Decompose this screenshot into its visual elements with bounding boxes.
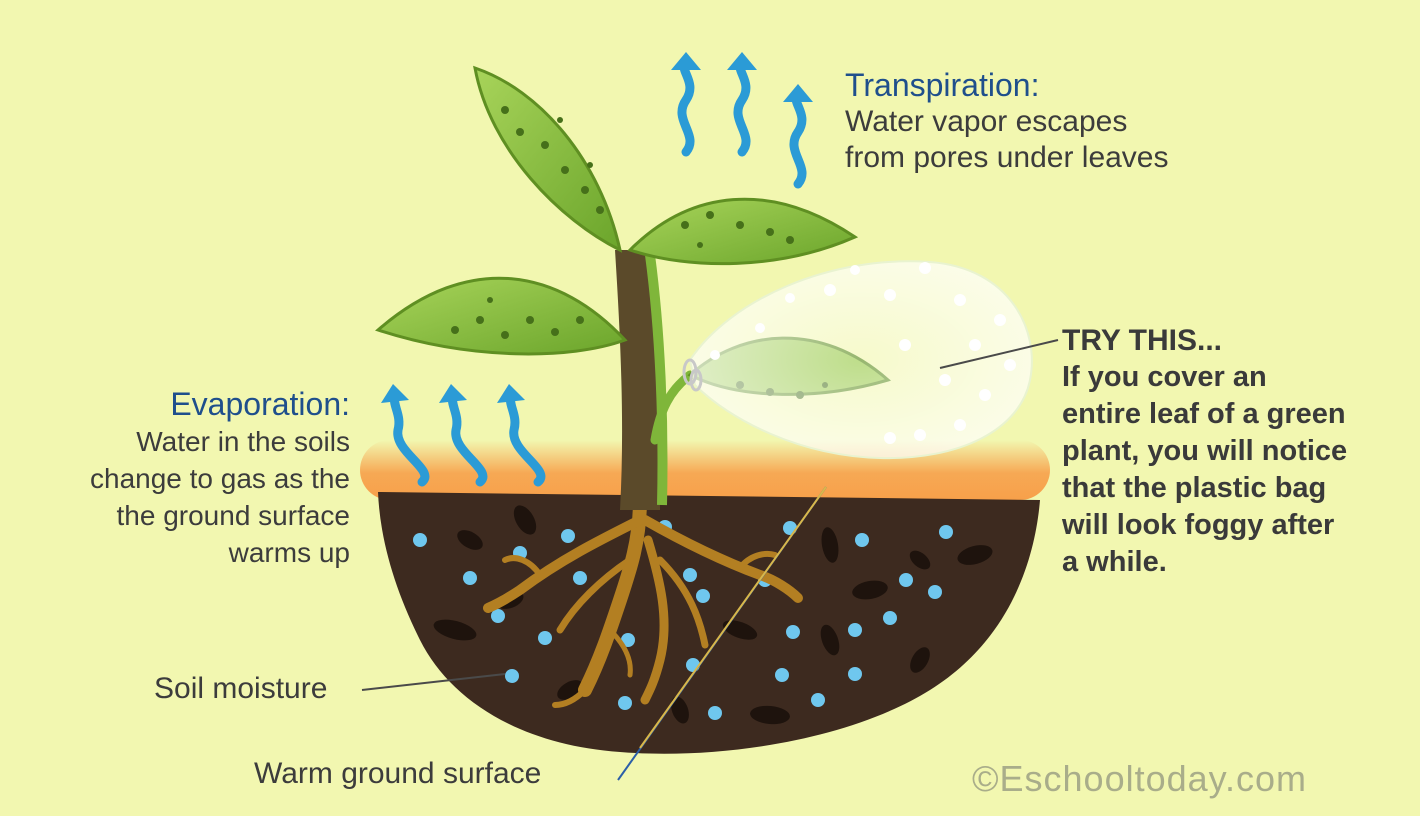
transpiration-vapor-arrows [671,52,813,189]
wavy-up-arrow-icon [783,84,813,189]
wavy-up-arrow-icon [497,384,546,487]
soil-moisture-label: Soil moisture [154,672,328,705]
transpiration-heading: Transpiration: [845,67,1040,103]
plant-stem-highlight [645,254,668,506]
credit-watermark: ©Eschooltoday.com [972,758,1308,799]
evaporation-vapor-arrows [381,384,546,487]
wavy-up-arrow-icon [727,52,757,157]
bag-condensation [710,262,1016,444]
plant-stem [615,250,660,510]
wavy-up-arrow-icon [439,384,488,487]
evaporation-description: Water in the soils change to gas as the … [90,426,350,568]
plastic-bag [688,260,1033,460]
transpiration-label: Transpiration: Water vapor escapes from … [845,66,1265,176]
soil-mound [378,492,1040,754]
evaporation-heading: Evaporation: [170,386,350,422]
soil-moisture-leader-line [361,673,506,691]
warm-ground-leader-line-highlight [639,486,827,749]
try-this-description: If you cover an entire leaf of a green p… [1062,361,1348,578]
wavy-up-arrow-icon [381,384,430,487]
soil-pebbles [433,505,993,725]
wavy-up-arrow-icon [671,52,701,157]
transpiration-description: Water vapor escapes from pores under lea… [845,105,1169,174]
try-this-leader-line [939,339,1059,369]
bag-tie-icon [682,358,703,392]
plant-roots [483,493,803,708]
try-this-heading: TRY THIS... [1062,324,1223,357]
evaporation-label: Evaporation: Water in the soils change t… [20,385,350,571]
warm-ground-surface-label: Warm ground surface [254,757,542,790]
try-this-callout: TRY THIS... If you cover an entire leaf … [1062,322,1412,581]
